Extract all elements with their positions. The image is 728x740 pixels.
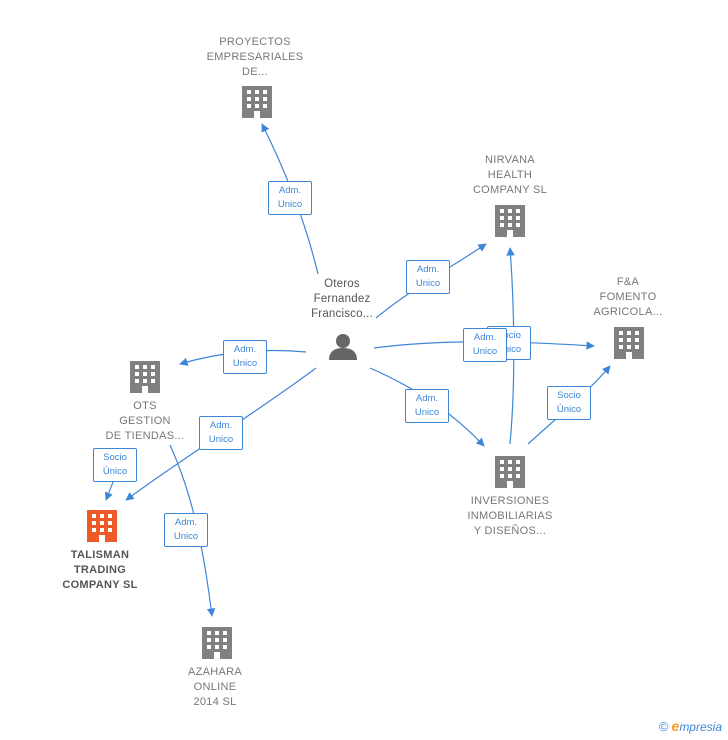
building-icon-fa[interactable] bbox=[614, 327, 644, 359]
building-icon-nirvana[interactable] bbox=[495, 205, 525, 237]
edge-label-adm-unico-nirvana[interactable]: Adm.Unico bbox=[406, 260, 450, 294]
node-label-fa[interactable]: F&A FOMENTO AGRICOLA... bbox=[593, 276, 663, 318]
person-icon[interactable] bbox=[329, 334, 357, 360]
node-label-ots[interactable]: OTS GESTION DE TIENDAS... bbox=[105, 400, 185, 442]
building-icon-proyectos[interactable] bbox=[242, 86, 272, 118]
building-icon-azahara[interactable] bbox=[202, 627, 232, 659]
edge-label-adm-unico-talisman[interactable]: Adm.Unico bbox=[199, 416, 243, 450]
node-label-person[interactable]: Oteros Fernandez Francisco... bbox=[311, 278, 373, 320]
edge-label-adm-unico-fa[interactable]: Adm.Unico bbox=[463, 328, 507, 362]
edge-label-adm-unico-ots[interactable]: Adm.Unico bbox=[223, 340, 267, 374]
building-icon-talisman[interactable] bbox=[87, 510, 117, 542]
edge-label-adm-unico-azahara[interactable]: Adm.Unico bbox=[164, 513, 208, 547]
footer-brand[interactable]: ©empresia bbox=[659, 718, 722, 734]
brand-initial: e bbox=[671, 718, 680, 734]
node-label-talisman[interactable]: TALISMAN TRADING COMPANY SL bbox=[62, 549, 138, 591]
building-icon-inversiones[interactable] bbox=[495, 456, 525, 488]
node-label-proyectos[interactable]: PROYECTOS EMPRESARIALES DE... bbox=[206, 36, 304, 78]
copyright-icon: © bbox=[658, 719, 669, 734]
node-label-inversiones[interactable]: INVERSIONES INMOBILIARIAS Y DISEÑOS... bbox=[467, 495, 553, 537]
edge-label-adm-unico-inversiones[interactable]: Adm.Unico bbox=[405, 389, 449, 423]
node-label-nirvana[interactable]: NIRVANA HEALTH COMPANY SL bbox=[472, 154, 548, 196]
building-icon-ots[interactable] bbox=[130, 361, 160, 393]
edge-label-adm-unico-proyectos[interactable]: Adm.Unico bbox=[268, 181, 312, 215]
node-label-azahara[interactable]: AZAHARA ONLINE 2014 SL bbox=[187, 666, 243, 708]
brand-name: mpresia bbox=[679, 720, 722, 734]
